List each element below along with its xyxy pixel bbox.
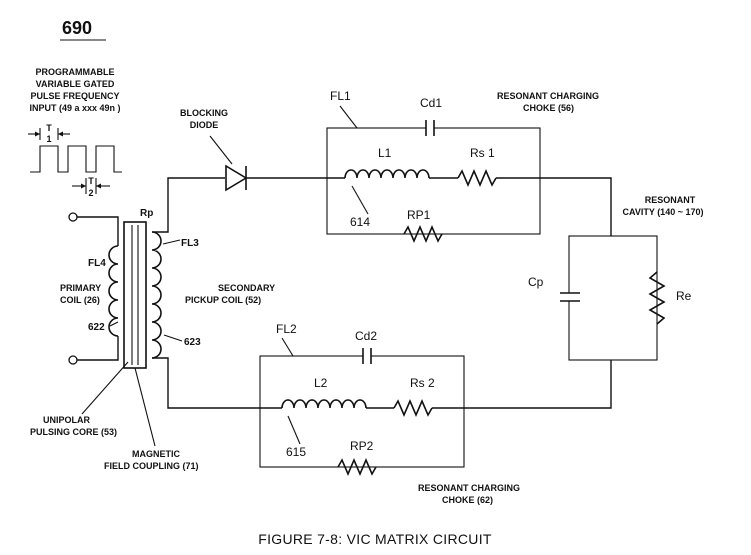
fl1-label: FL1	[330, 89, 351, 103]
rp1-resistor	[403, 224, 443, 244]
cavity-box	[568, 235, 658, 361]
re-label: Re	[676, 289, 692, 303]
pulse-waveform	[30, 145, 122, 173]
primary-coil-label-line1: PRIMARY	[60, 283, 101, 293]
magnetic-label-line1: MAGNETIC	[132, 449, 180, 459]
primary-coil-label-line2: COIL (26)	[60, 295, 100, 305]
cavity-label-line2: CAVITY (140 ~ 170)	[623, 207, 704, 217]
cavity-label-line1: RESONANT	[645, 195, 696, 205]
top-wire	[152, 177, 225, 233]
l2-label: L2	[314, 376, 328, 390]
cd1-capacitor	[425, 120, 435, 136]
t1-label-bottom: 1	[46, 134, 51, 144]
secondary-coil	[151, 231, 162, 359]
t1-label-top: T	[46, 123, 52, 133]
fl4-label: FL4	[88, 258, 106, 269]
re-resistor	[648, 271, 666, 325]
rs1-resistor	[457, 168, 497, 188]
rp-label: Rp	[140, 208, 153, 219]
cd2-capacitor	[362, 348, 372, 364]
fl3-label: FL3	[181, 238, 199, 249]
input-label-line1: PROGRAMMABLE	[36, 67, 115, 77]
blocking-diode-label-line1: BLOCKING	[180, 108, 228, 118]
rs2-resistor	[393, 398, 433, 418]
fl1-leader	[339, 105, 358, 129]
l1-label: L1	[378, 146, 392, 160]
magnetic-leader	[134, 367, 156, 447]
fl2-label: FL2	[276, 322, 297, 336]
core-label-line2: PULSING CORE (53)	[30, 427, 117, 437]
primary-terminals	[68, 212, 119, 365]
core-leader	[81, 361, 129, 415]
secondary-coil-label-line1: SECONDARY	[218, 283, 275, 293]
input-description: PROGRAMMABLE VARIABLE GATED PULSE FREQUE…	[29, 67, 120, 113]
l1-inductor	[344, 169, 430, 179]
cd2-label: Cd2	[355, 329, 377, 343]
choke56-label-line1: RESONANT CHARGING	[497, 91, 599, 101]
blocking-diode-label-line2: DIODE	[190, 120, 219, 130]
fl2-box	[259, 355, 465, 468]
choke62-label-line1: RESONANT CHARGING	[418, 483, 520, 493]
magnetic-label-line2: FIELD COUPLING (71)	[104, 461, 199, 471]
ref-615-leader	[287, 415, 301, 445]
input-label-line2: VARIABLE GATED	[36, 79, 115, 89]
left-wire-bottom	[152, 357, 282, 409]
ref-614-label: 614	[350, 215, 370, 229]
input-label-line4: INPUT (49 a xxx 49n )	[29, 103, 120, 113]
t2-label-top: T	[88, 176, 94, 186]
cp-label: Cp	[528, 275, 544, 289]
figure-caption: FIGURE 7-8: VIC MATRIX CIRCUIT	[258, 531, 492, 547]
ref-622-label: 622	[88, 322, 105, 333]
input-label-line3: PULSE FREQUENCY	[30, 91, 119, 101]
primary-coil	[108, 245, 119, 337]
secondary-coil-label-line2: PICKUP COIL (52)	[185, 295, 261, 305]
blocking-diode	[225, 164, 248, 192]
rp2-resistor	[337, 457, 377, 477]
ref-623-leader	[163, 334, 183, 342]
right-wire-bottom	[464, 360, 612, 409]
rs1-label: Rs 1	[470, 146, 495, 160]
rs2-label: Rs 2	[410, 376, 435, 390]
t1-marker: T 1	[28, 123, 70, 144]
l2-inductor	[281, 399, 367, 409]
ref-614-leader	[351, 185, 369, 215]
choke62-label-line2: CHOKE (62)	[442, 495, 493, 505]
cd1-label: Cd1	[420, 96, 442, 110]
cp-capacitor	[560, 292, 580, 302]
ref-622-leader	[109, 321, 119, 327]
rp1-label: RP1	[407, 208, 431, 222]
core-label-line1: UNIPOLAR	[43, 415, 91, 425]
t2-marker: T 2	[72, 176, 110, 198]
fl3-leader	[162, 239, 181, 245]
choke56-label-line2: CHOKE (56)	[523, 103, 574, 113]
t2-label-bottom: 2	[88, 188, 93, 198]
rp2-label: RP2	[350, 439, 374, 453]
diode-leader	[209, 135, 233, 165]
ref-623-label: 623	[184, 337, 201, 348]
ref-615-label: 615	[286, 445, 306, 459]
unipolar-core	[123, 221, 147, 369]
right-wire-top	[540, 177, 612, 236]
figure-number: 690	[62, 18, 92, 38]
fl2-leader	[281, 337, 294, 357]
